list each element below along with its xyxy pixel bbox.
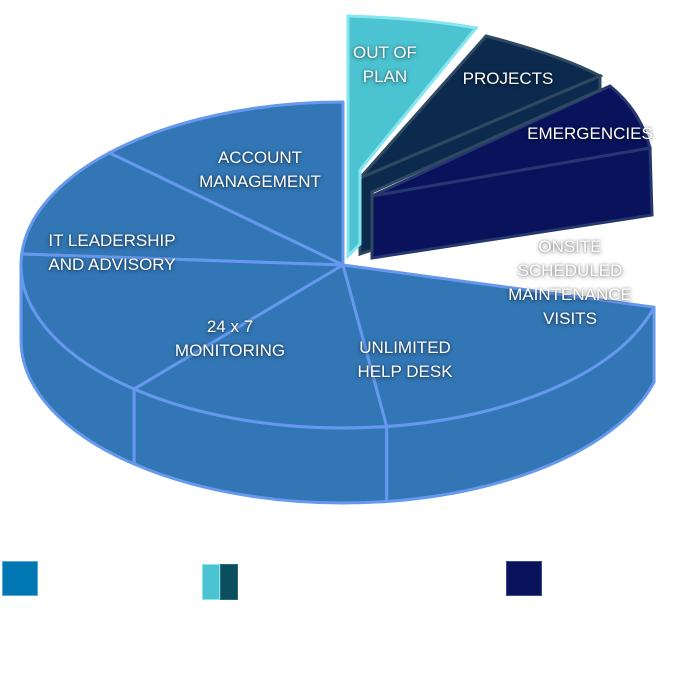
slice-top-3 [132,263,389,430]
label-account-management: ACCOUNT MANAGEMENT [199,148,321,191]
label-onsite-maintenance: ONSITE SCHEDULED MAINTENANCE VISITS [508,237,632,328]
label-projects: PROJECTS [462,69,554,88]
legend-swatch-core [2,561,38,596]
pie-side-walls [19,14,656,505]
legend-swatch-out-of-plan-dark [220,564,238,600]
projects-top-face [358,34,604,180]
projects-front-face [358,73,602,257]
slice-top-0 [107,100,345,267]
slice-top-1 [20,151,345,267]
label-24x7-monitoring: 24 x 7 MONITORING [174,317,286,360]
label-emergencies: EMERGENCIES [527,124,653,143]
label-it-leadership: IT LEADERSHIP AND ADVISORY [48,231,176,274]
pie-chart [19,14,656,505]
slice-top-2 [19,252,345,391]
label-unlimited-help-desk: UNLIMITED HELP DESK [357,338,453,381]
legend-swatch-emergencies [506,561,542,596]
legend-swatch-out-of-plan-light [202,564,220,600]
label-out-of-plan: OUT OF PLAN [353,43,417,86]
pie-top-faces [19,100,656,430]
slice-top-4 [341,263,656,428]
out-of-plan-top-face [346,14,479,260]
